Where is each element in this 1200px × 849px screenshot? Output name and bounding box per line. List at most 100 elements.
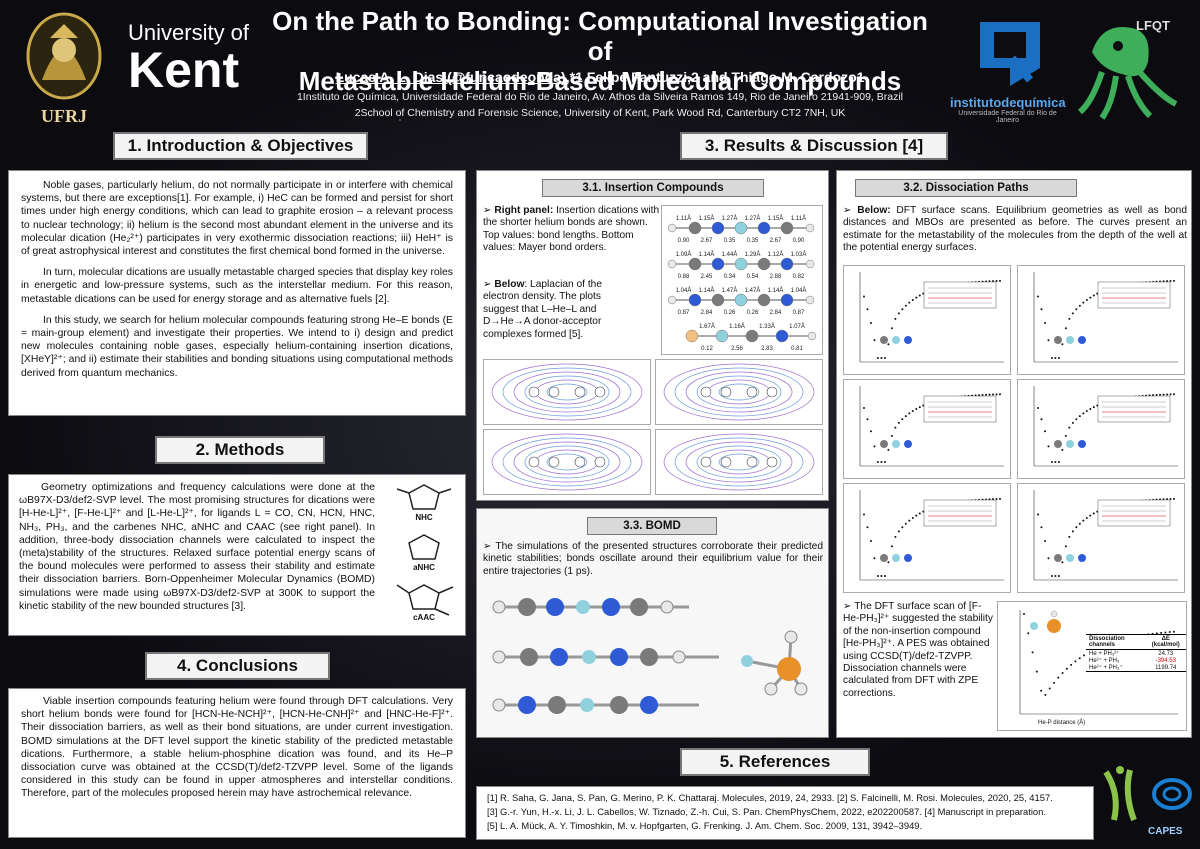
atom-hydrogen (805, 223, 815, 233)
atom-carbon (745, 329, 759, 343)
pes-point (1050, 575, 1053, 577)
pes-point (863, 513, 865, 516)
contour-line (663, 433, 815, 491)
pes-point (1071, 312, 1074, 315)
intro-p2: In turn, molecular dications are usually… (21, 267, 453, 305)
bomd-molecule-4 (741, 630, 808, 696)
atom-carbon (711, 293, 725, 307)
pes-point (985, 393, 988, 396)
atom-helium (715, 329, 729, 343)
bond-length-label: 1.07Å (789, 323, 805, 330)
atom-marker (574, 386, 586, 398)
atom-hydrogen (805, 295, 815, 305)
atom-carbon (780, 221, 794, 235)
pes-point (1078, 657, 1081, 660)
bond-length-label: 1.47Å (745, 287, 761, 294)
pes-point (1092, 294, 1095, 297)
pes-point (1082, 301, 1085, 304)
atom-marker (880, 336, 888, 344)
pes-point (1040, 526, 1043, 529)
atom-marker (700, 456, 712, 468)
pes-point (978, 394, 981, 397)
pes-table (923, 395, 997, 423)
pes-point (1027, 632, 1030, 635)
pes-plot-1 (843, 265, 1011, 375)
atom-marker (746, 386, 758, 398)
pes-point (1071, 421, 1074, 424)
intro-p1: Noble gases, particularly helium, do not… (21, 180, 453, 258)
atom-marker (1078, 440, 1086, 448)
pes-point (1085, 410, 1088, 413)
pes-point (1169, 280, 1172, 283)
bond-order-label: 2.67 (701, 238, 713, 244)
pes-point (1057, 575, 1060, 577)
bond-order-label: 0.88 (678, 274, 690, 280)
bond-order-label: 0.34 (724, 274, 736, 280)
pes-point (1054, 461, 1057, 463)
pes-point (1047, 445, 1050, 448)
pes-table (923, 281, 997, 309)
insertion-b1-bold: Right panel: (494, 205, 554, 216)
pes-point (863, 407, 865, 410)
pes-point (1173, 630, 1175, 633)
table-cell: 1199.74 (1145, 664, 1186, 672)
bond-length-label: 1.33Å (759, 323, 775, 330)
atom-nitrogen (757, 221, 771, 235)
insertion-b1-text: Insertion dications with the shorter hel… (483, 205, 660, 254)
atom-helium (734, 293, 748, 307)
nhc-label: NHC (415, 513, 433, 522)
dissociation-panel: 3.2. Dissociation Paths ➢ Below: DFT sur… (836, 170, 1192, 738)
atom-carbon (688, 257, 702, 271)
atom-marker (1054, 336, 1062, 344)
bond-order-label: 0.87 (793, 310, 805, 316)
pes-point (911, 410, 914, 413)
pes-point (1068, 317, 1071, 320)
pes-point (1082, 519, 1085, 522)
dissociation-b1-text: DFT surface scans. Equilibrium geometrie… (843, 205, 1187, 254)
reference-3: [5] L. A. Mück, A. Y. Timoshkin, M. v. H… (487, 820, 923, 831)
pes-point (1037, 407, 1039, 410)
contour-line (524, 375, 610, 409)
methods-paragraph: Geometry optimizations and frequency cal… (19, 482, 375, 612)
table-row: He + PH₃²⁺24.73 (1086, 650, 1186, 658)
pes-point (873, 557, 876, 560)
insertion-b2-bold: Below (494, 279, 525, 290)
pes-point (1089, 514, 1092, 517)
pes-point (995, 393, 998, 396)
pes-point (901, 526, 904, 529)
he-ph3-pes-plot: Dissociation channels ΔE (kcal/mol) He +… (997, 601, 1187, 731)
pes-point (1159, 393, 1162, 396)
atom-marker (880, 554, 888, 562)
contour-line (535, 379, 599, 405)
intro-p3: In this study, we search for helium mole… (21, 314, 453, 379)
bond-length-label: 1.47Å (722, 287, 738, 294)
atom-marker (892, 440, 900, 448)
pes-point (873, 339, 876, 342)
lfqt-text: LFQT (1136, 18, 1170, 33)
contour-line (535, 449, 599, 475)
bond-length-label: 1.44Å (722, 251, 738, 258)
insertion-bullet-1: ➢ Right panel: Insertion dications with … (483, 205, 660, 254)
conclusions-text: Viable insertion compounds featuring hel… (21, 695, 453, 801)
atom-phosphorus (1047, 619, 1061, 633)
iq-logo: institutodequímica Universidade Federal … (950, 18, 1066, 124)
pes-point (918, 406, 921, 409)
bond-order-label: 0.12 (701, 346, 713, 352)
atom-marker (766, 456, 778, 468)
pes-point (863, 295, 865, 298)
pes-point (1053, 681, 1055, 684)
pes-point (1160, 631, 1163, 634)
bond-order-label: 2.83 (761, 346, 773, 352)
pes-point (1173, 279, 1175, 282)
pes-point (1169, 393, 1172, 396)
table-cell: -394.53 (1155, 657, 1176, 664)
atom-marker (1066, 440, 1074, 448)
atom-nitrogen (780, 257, 794, 271)
pes-point (876, 357, 879, 359)
pes-point (869, 430, 872, 433)
authors-rest: ,*1 Felipe Fantuzzi,2 and Thiago M. Card… (565, 69, 865, 85)
contour-line (696, 375, 782, 409)
pes-point (988, 393, 991, 396)
methods-panel: Geometry optimizations and frequency cal… (8, 474, 466, 636)
